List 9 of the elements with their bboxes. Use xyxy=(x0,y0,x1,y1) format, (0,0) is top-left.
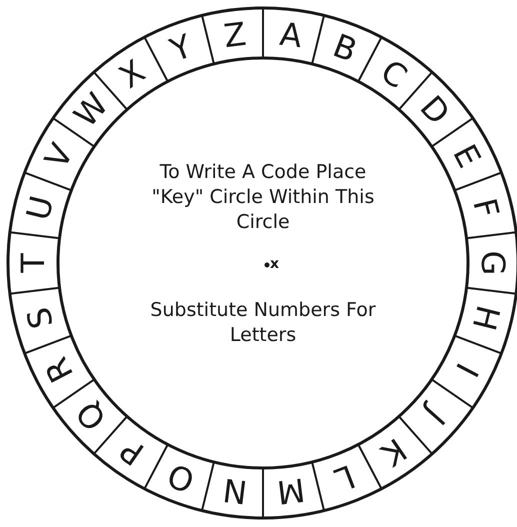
letter-cell: G xyxy=(473,241,513,285)
letter-cell: Z xyxy=(211,12,260,58)
instruction-text: Substitute Numbers For Letters xyxy=(149,298,377,348)
instruction-text: To Write A Code Place "Key" Circle Within This Circle xyxy=(150,160,376,235)
center-mark-label: x xyxy=(270,255,280,274)
letter-cell: T xyxy=(13,241,53,285)
letter-cell: N xyxy=(211,468,260,514)
letter-cell: M xyxy=(266,468,315,514)
letter-cell: A xyxy=(266,12,315,58)
